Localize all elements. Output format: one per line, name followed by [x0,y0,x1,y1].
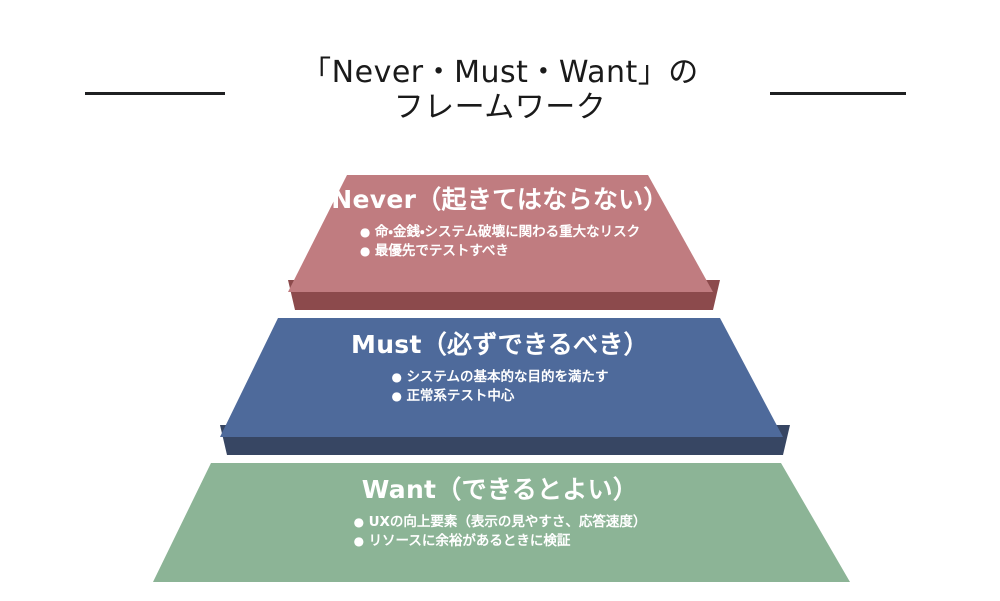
title-rule-left [85,92,225,95]
pyramid-tier-must[interactable] [0,313,1000,463]
pyramid-tier-never[interactable] [0,170,1000,320]
page-header: 「Never・Must・Want」の フレームワーク [0,0,1000,150]
pyramid-tier-never-shape [288,175,720,310]
title-rule-right [770,92,906,95]
page-title-line-1: 「Never・Must・Want」の [301,55,699,90]
page-title-line-2: フレームワーク [393,90,607,125]
tier-must-face [220,318,783,437]
pyramid-tier-want[interactable] [0,458,1000,601]
tier-never-face [288,175,713,292]
page-title: 「Never・Must・Want」の フレームワーク [0,55,1000,125]
pyramid-tier-want-shape [153,463,850,582]
pyramid-tier-must-shape [220,318,790,455]
tier-want-face [153,463,850,582]
